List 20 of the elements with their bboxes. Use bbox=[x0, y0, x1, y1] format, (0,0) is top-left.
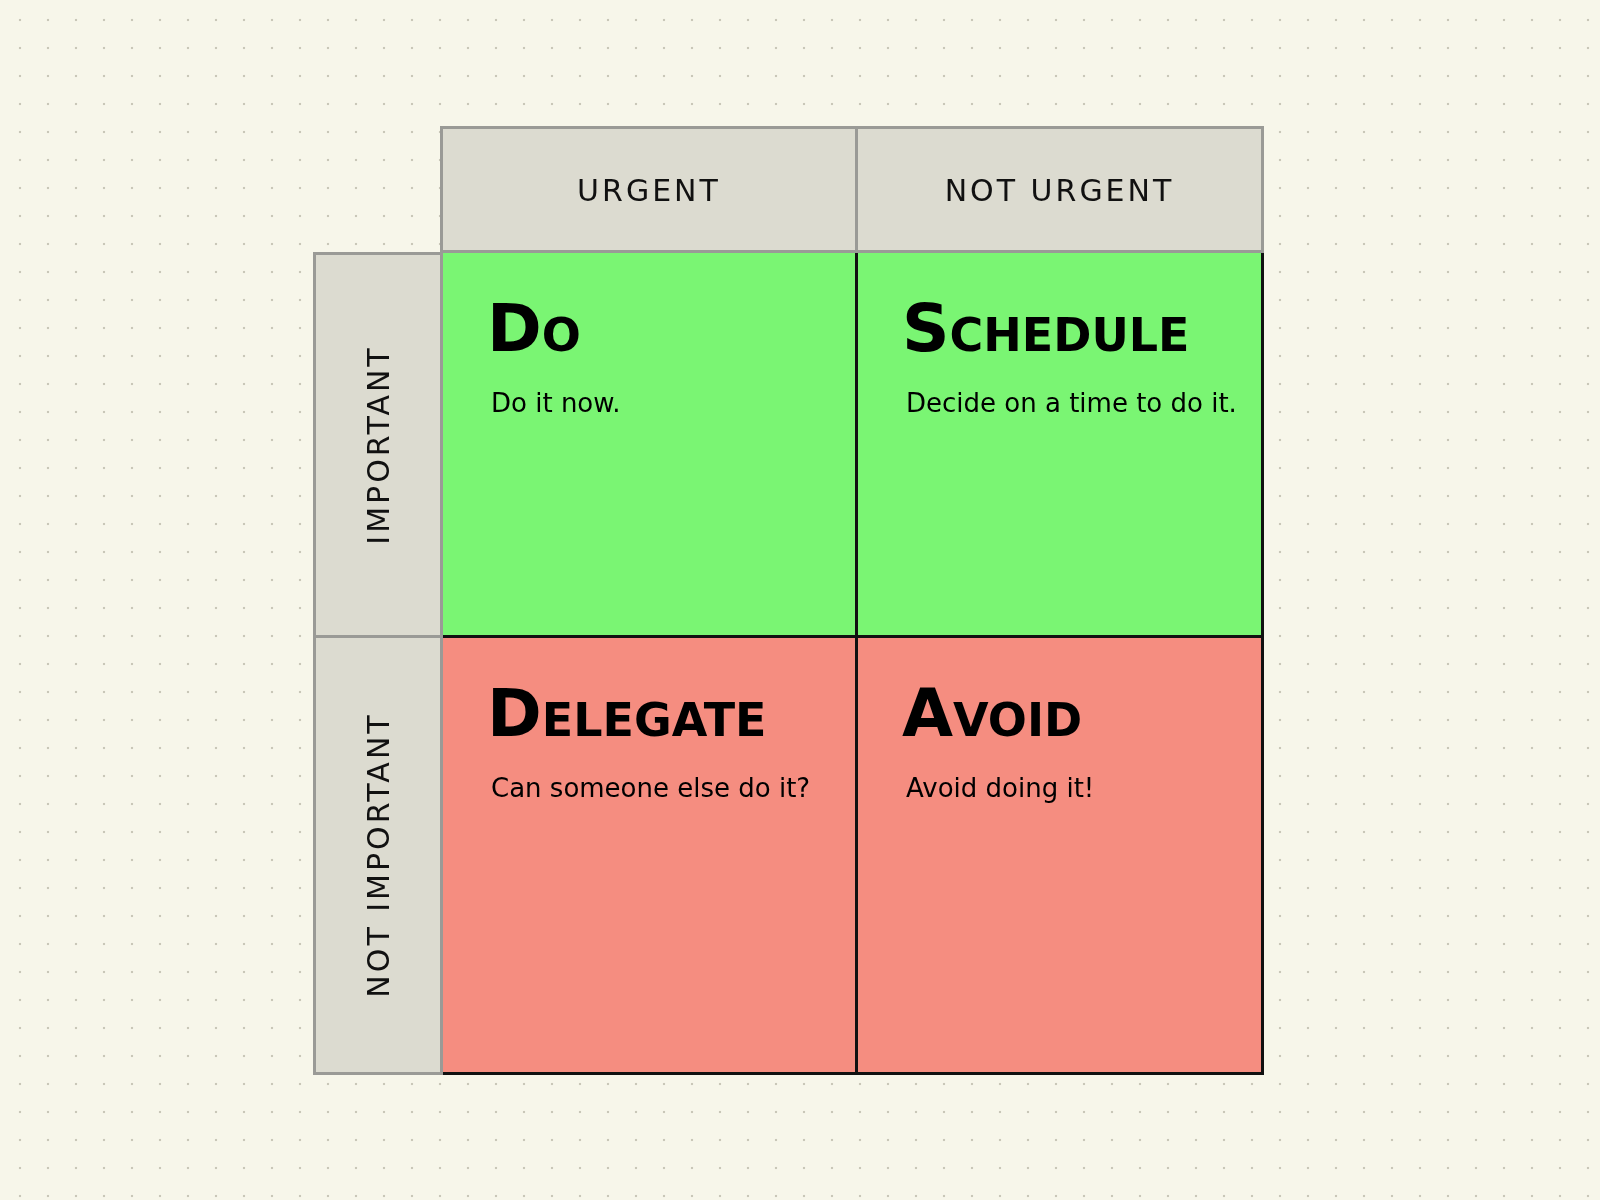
quadrant-description: Avoid doing it! bbox=[906, 773, 1095, 803]
quadrant-panel bbox=[855, 250, 1264, 638]
column-header bbox=[855, 126, 1264, 253]
quadrant-title: Avoid bbox=[902, 678, 1083, 751]
quadrant-description: Do it now. bbox=[491, 388, 621, 418]
row-header bbox=[313, 252, 443, 638]
quadrant-description: Can someone else do it? bbox=[491, 773, 811, 803]
quadrant-panel bbox=[855, 635, 1264, 1075]
column-heading: URGENT bbox=[577, 172, 721, 207]
quadrant-title: Delegate bbox=[487, 678, 767, 751]
quadrant-title: Schedule bbox=[902, 293, 1190, 366]
quadrant-panel bbox=[440, 635, 858, 1075]
quadrant-title: Do bbox=[487, 293, 581, 366]
row-heading: NOT IMPORTANT bbox=[360, 712, 396, 998]
column-header bbox=[440, 126, 858, 253]
row-heading: IMPORTANT bbox=[360, 345, 396, 545]
column-heading: NOT URGENT bbox=[944, 172, 1175, 207]
quadrant-panel bbox=[440, 250, 858, 638]
quadrant-description: Decide on a time to do it. bbox=[906, 388, 1237, 418]
row-header bbox=[313, 635, 443, 1075]
